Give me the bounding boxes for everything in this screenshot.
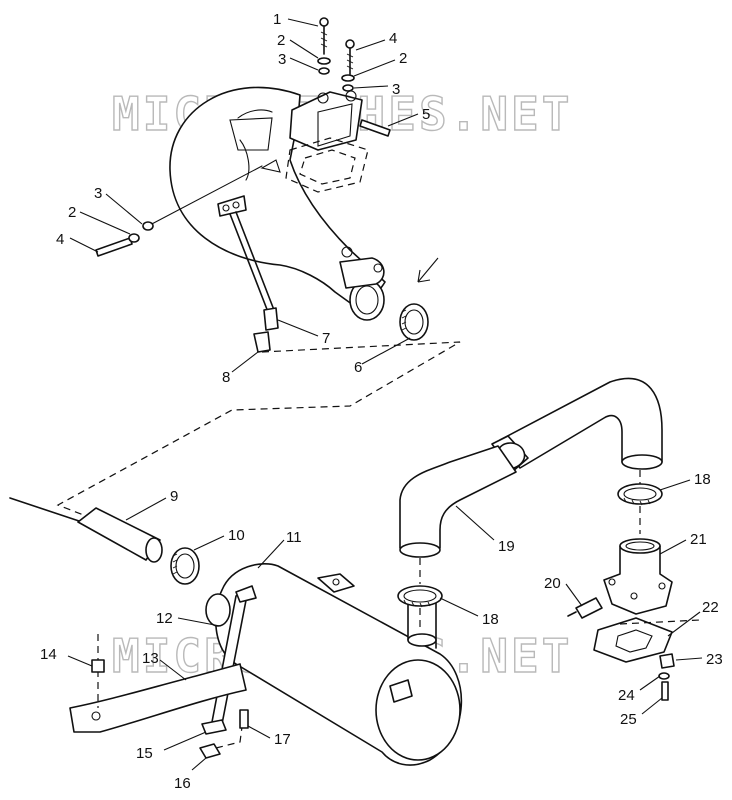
- bracket-nut: [263, 307, 279, 331]
- nut-part-23: [659, 653, 675, 669]
- callout-8: 8: [222, 369, 230, 386]
- callout-7: 7: [322, 330, 330, 347]
- pin-part-5: [359, 119, 391, 137]
- rivet-part-16: [199, 711, 245, 759]
- elbow-pipe-part-19: [399, 445, 517, 558]
- bolt-part-17: [239, 709, 249, 729]
- callout-3-top-left: 3: [278, 51, 286, 68]
- assembly-connection-line: [56, 341, 461, 517]
- side-bolt-assembly: [95, 165, 263, 257]
- bolt-part-4-top: [345, 39, 355, 75]
- clamp-part-18-lower: [397, 558, 443, 632]
- callout-6: 6: [354, 359, 362, 376]
- clamp-part-10: [170, 547, 200, 585]
- callout-2-top-right: 2: [399, 50, 407, 67]
- callout-18-lower: 18: [482, 611, 499, 628]
- sensor-part-20: [567, 597, 603, 619]
- callout-22: 22: [702, 599, 719, 616]
- callout-23: 23: [706, 651, 723, 668]
- exhaust-flange-block: [289, 90, 363, 151]
- bracket-bolt: [253, 331, 271, 353]
- callout-2-top-left: 2: [277, 32, 285, 49]
- washers-top: [317, 57, 355, 92]
- exhaust-manifold-pipe: [169, 86, 386, 321]
- callout-20: 20: [544, 575, 561, 592]
- callout-5: 5: [422, 106, 430, 123]
- exhaust-gasket-top: [285, 137, 369, 193]
- gasket-part-22: [593, 617, 701, 663]
- screw-part-14: [91, 634, 105, 708]
- callout-9: 9: [170, 488, 178, 505]
- clip-part-15: [201, 719, 227, 735]
- bolt-part-1: [319, 17, 329, 55]
- callout-25: 25: [620, 711, 637, 728]
- callout-3-top-right: 3: [392, 81, 400, 98]
- clamp-part-6: [399, 303, 429, 341]
- direction-arrow: [417, 257, 439, 283]
- callout-4-side: 4: [56, 231, 64, 248]
- callout-17: 17: [274, 731, 291, 748]
- support-bracket: [217, 195, 275, 313]
- clamp-part-18-upper: [617, 470, 663, 534]
- washer-part-24: [658, 672, 670, 680]
- callout-1: 1: [273, 11, 281, 28]
- callout-21: 21: [690, 531, 707, 548]
- callout-13: 13: [142, 650, 159, 667]
- muffler-mount-part-13: [69, 663, 247, 733]
- callout-18-upper: 18: [694, 471, 711, 488]
- callout-4-top-right: 4: [389, 30, 397, 47]
- elbow-pipe-upper: [499, 377, 663, 470]
- outlet-housing-part-21: [603, 538, 673, 615]
- callout-11: 11: [286, 529, 302, 546]
- callout-3-side: 3: [94, 185, 102, 202]
- callout-12: 12: [156, 610, 173, 627]
- callout-19: 19: [498, 538, 515, 555]
- callout-2-side: 2: [68, 204, 76, 221]
- callout-14: 14: [40, 646, 57, 663]
- callout-16: 16: [174, 775, 191, 792]
- leader-lines: [67, 18, 703, 771]
- callout-24: 24: [618, 687, 635, 704]
- callout-15: 15: [136, 745, 153, 762]
- callout-10: 10: [228, 527, 245, 544]
- tailpipe: [9, 497, 163, 563]
- bolt-part-25: [661, 681, 669, 701]
